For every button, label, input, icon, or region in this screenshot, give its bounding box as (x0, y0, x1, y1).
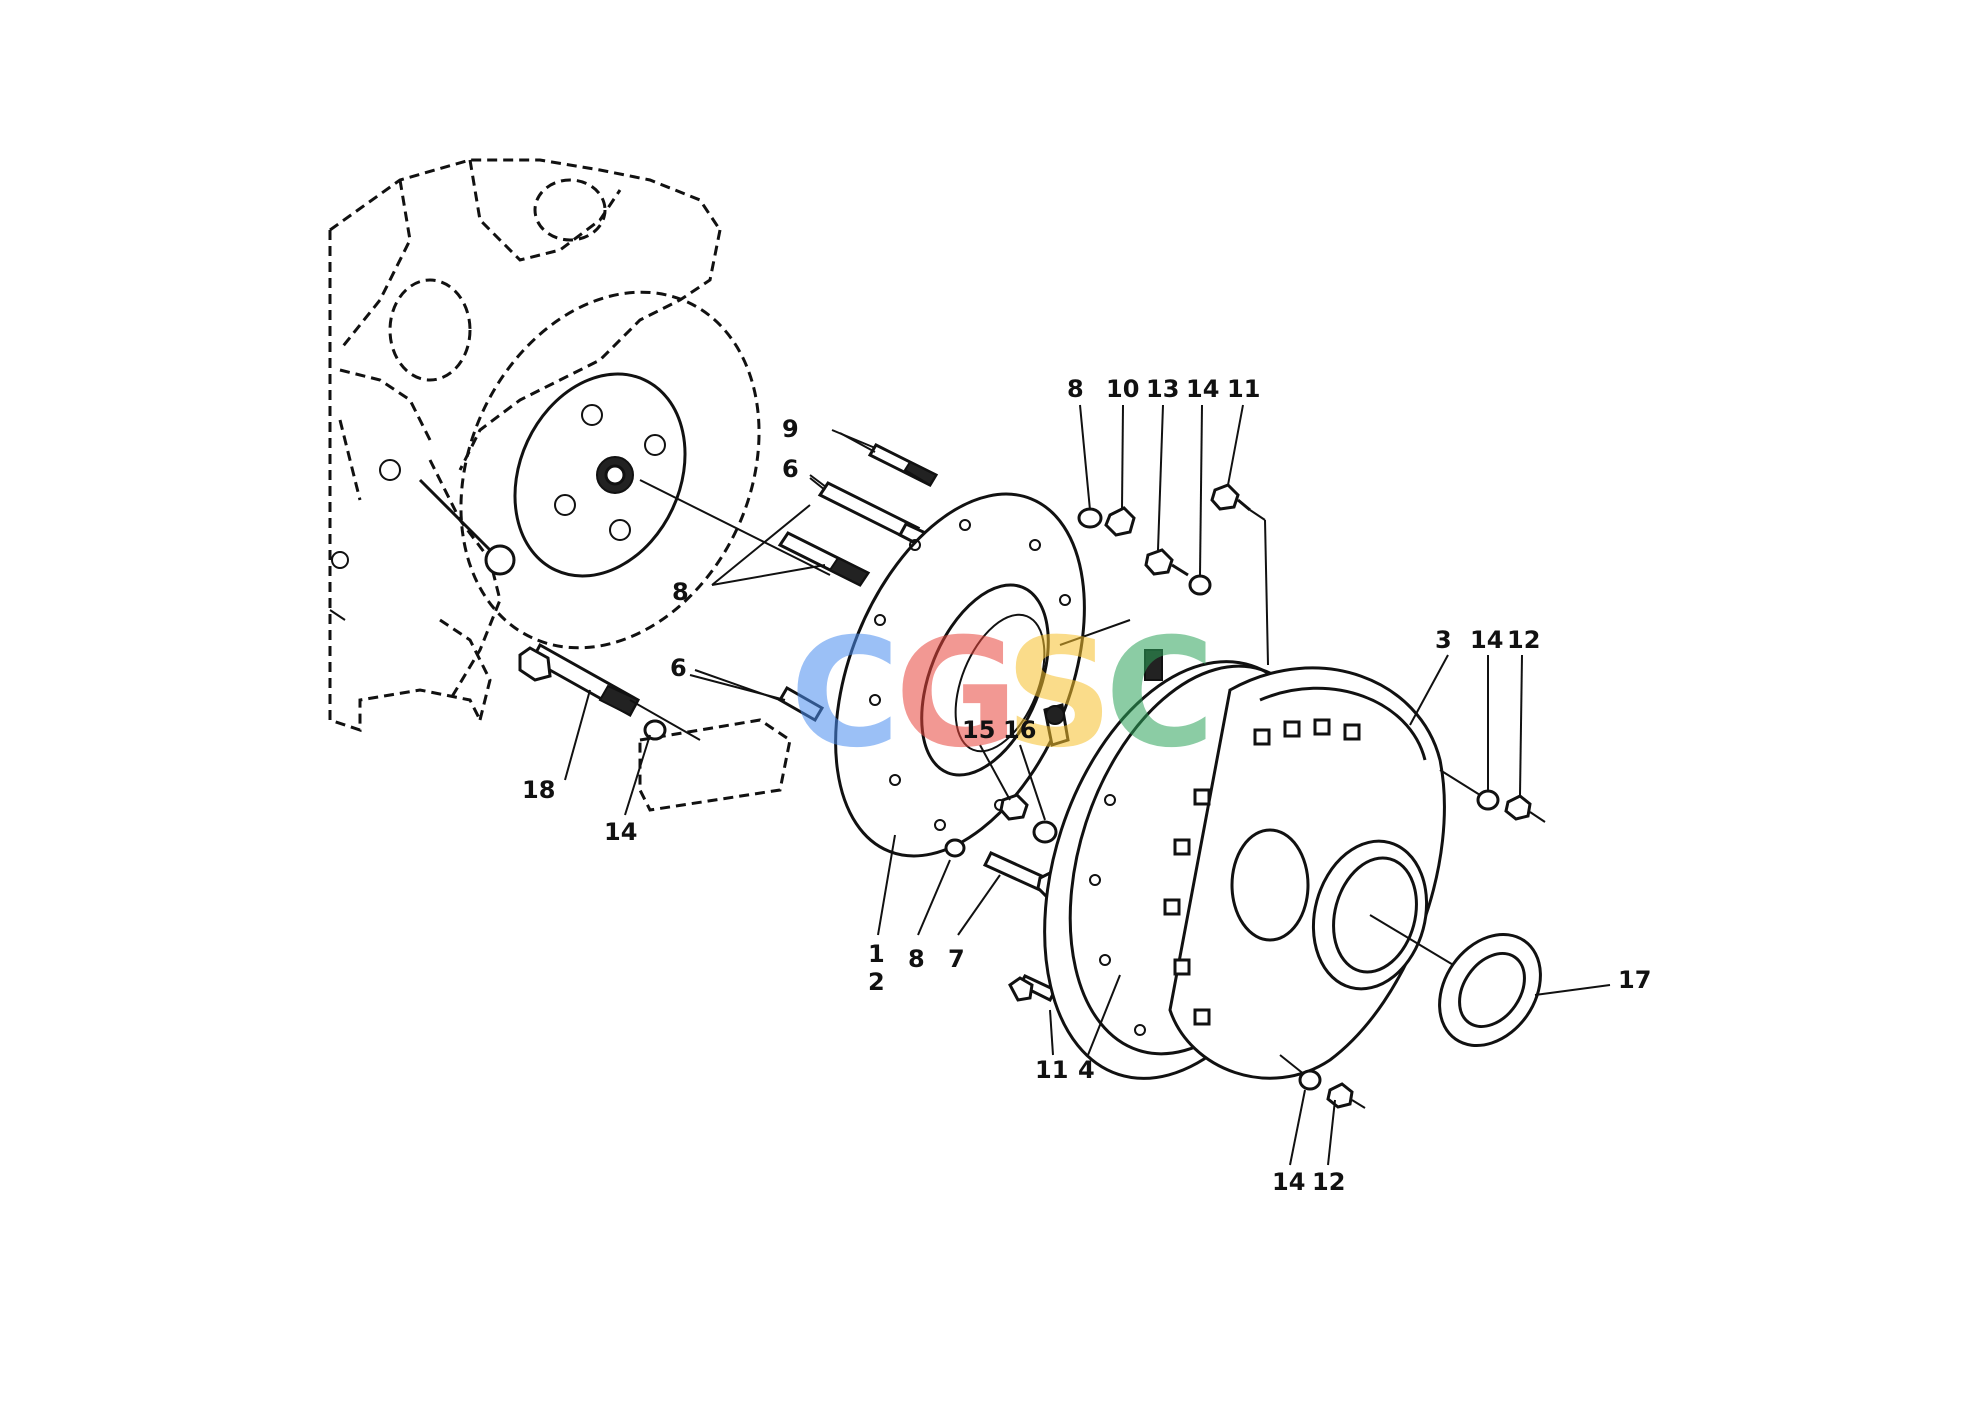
callout-14-right: 14 (1470, 626, 1503, 654)
callout-9: 9 (782, 415, 799, 443)
watermark-letter-4: C (1105, 607, 1215, 781)
callout-18: 18 (522, 776, 555, 804)
callout-11-bottom: 11 (1035, 1056, 1068, 1084)
callout-16: 16 (1003, 716, 1036, 744)
callout-8-studs: 8 (672, 578, 689, 606)
callout-1: 1 (868, 940, 885, 968)
callout-14-top: 14 (1186, 375, 1219, 403)
callout-7: 7 (948, 945, 965, 973)
callout-4: 4 (1078, 1056, 1095, 1084)
callout-8-top: 8 (1067, 375, 1084, 403)
callout-14-left: 14 (604, 818, 637, 846)
oil-seal (1438, 932, 1542, 1048)
callout-12-right: 12 (1507, 626, 1540, 654)
callout-11-top: 11 (1227, 375, 1260, 403)
right-nuts (1279, 769, 1546, 1109)
watermark: C G S C (790, 607, 1215, 781)
watermark-letter-1: C (790, 607, 900, 781)
callouts: 9 6 8 8 10 13 14 11 6 15 16 3 14 12 18 1… (522, 375, 1651, 1196)
callout-15: 15 (962, 716, 995, 744)
watermark-letter-2: G (895, 607, 1018, 781)
converter-housing (1043, 660, 1471, 1080)
callout-2: 2 (868, 968, 885, 996)
callout-8-bottom: 8 (908, 945, 925, 973)
callout-17: 17 (1618, 966, 1651, 994)
callout-10: 10 (1106, 375, 1139, 403)
callout-3: 3 (1435, 626, 1452, 654)
callout-14-bottom: 14 (1272, 1168, 1305, 1196)
callout-12-bottom: 12 (1312, 1168, 1345, 1196)
watermark-letter-3: S (1005, 607, 1113, 781)
leader-lines (564, 404, 1611, 1166)
callout-6-mid: 6 (670, 654, 687, 682)
hardware (643, 483, 1269, 1016)
callout-6-top: 6 (782, 455, 799, 483)
callout-13: 13 (1146, 375, 1179, 403)
